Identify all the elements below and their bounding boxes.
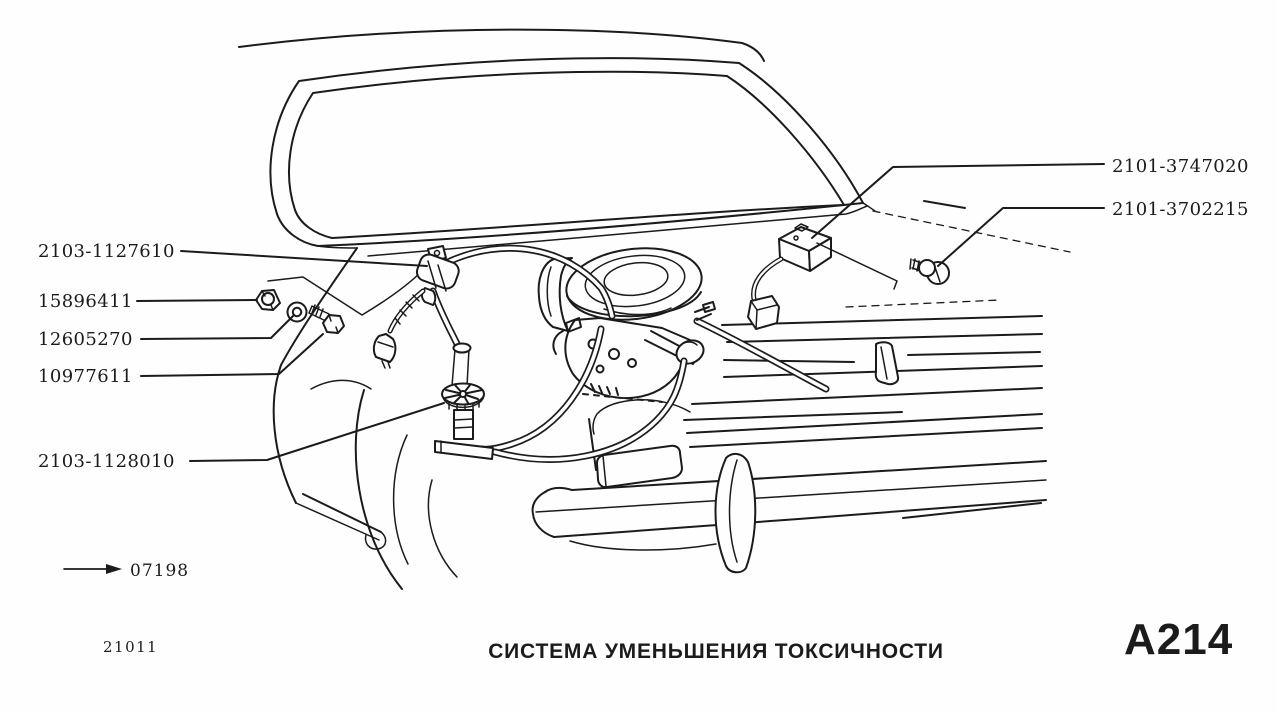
fastener-bolt [308, 304, 345, 334]
cowl-line [367, 205, 868, 257]
sill-line-2 [295, 502, 380, 541]
callout-relay: 2101-3747020 [1112, 156, 1249, 177]
page-caption: СИСТЕМА УМЕНЬШЕНИЯ ТОКСИЧНОСТИ [488, 640, 944, 663]
turn-signal-edge [602, 455, 607, 487]
air-cleaner-rim [566, 291, 702, 318]
fender-tip-curl [364, 531, 387, 550]
gulp-valve-scallop [442, 395, 485, 409]
leader-lines [136, 163, 1105, 462]
hood-shut-dashed [872, 210, 1071, 253]
grille-badge-inner [880, 346, 888, 380]
hood-panel-lines [588, 200, 1043, 519]
bay-edge-bent [267, 276, 363, 316]
revision-code: 07198 [130, 561, 189, 581]
solenoid-valve [372, 245, 460, 369]
leader-relay [811, 163, 1105, 239]
wheel-arch-outer [354, 389, 403, 590]
relay-mount-line [816, 242, 898, 290]
bumper-overrider [714, 452, 757, 574]
hood-edge-dashed [845, 299, 1001, 308]
relay-wire [751, 256, 784, 302]
air-cleaner-ring1 [584, 254, 686, 308]
leader-screw [937, 207, 1105, 267]
leader-bolt [140, 333, 324, 377]
cowl-left-join [317, 245, 358, 249]
carb-air-horn-inner [680, 341, 698, 346]
tee-fitting [434, 440, 494, 460]
headlight-arc [592, 399, 691, 435]
mounting-screw [909, 258, 950, 285]
air-cleaner-ring2 [603, 261, 669, 297]
bumper-overrider-crease [728, 459, 738, 563]
bay-edge [361, 270, 423, 316]
front-bumper [531, 460, 1047, 551]
gulp-valve-fins [444, 384, 483, 404]
callout-washer: 12605270 [38, 329, 133, 350]
car-body-outline [238, 28, 1071, 590]
valve-wire [387, 288, 426, 334]
model-code: 21011 [103, 638, 158, 656]
callout-nut: 15896411 [38, 291, 133, 312]
wheel-arch-lip [392, 434, 409, 565]
wire-connector [372, 333, 397, 363]
gulp-valve [434, 342, 494, 460]
leader-nut [136, 299, 258, 302]
carburetor-assembly [537, 247, 716, 403]
gulp-valve-body [453, 409, 474, 440]
windshield-glass [288, 70, 845, 239]
wheel-arch-inner [427, 479, 458, 578]
callout-valve-clamp: 2103-1127610 [38, 241, 175, 262]
fender-top-edge [272, 247, 358, 504]
turn-signal-lamp [596, 444, 683, 489]
windshield-frame-outer [269, 57, 864, 247]
callout-gulp-valve: 2103-1128010 [38, 451, 175, 472]
leader-washer [140, 314, 295, 340]
callout-screw: 2101-3702215 [1112, 199, 1249, 220]
leader-gulp-valve [189, 402, 445, 462]
intake-snorkel-inner [546, 266, 552, 317]
fender-arch-top [310, 379, 372, 390]
cowl-corner [862, 202, 876, 212]
sill-line-1 [302, 493, 382, 533]
callout-bolt: 10977611 [38, 366, 133, 387]
revision-arrow-icon [63, 564, 122, 574]
relay-box [747, 223, 898, 330]
plate-code: A214 [1124, 615, 1233, 664]
fastener-nut [255, 289, 281, 311]
leader-valve-clamp [180, 250, 428, 267]
hose-air-pump [693, 317, 830, 393]
roof-line [238, 28, 765, 62]
relay-connector [747, 295, 780, 330]
